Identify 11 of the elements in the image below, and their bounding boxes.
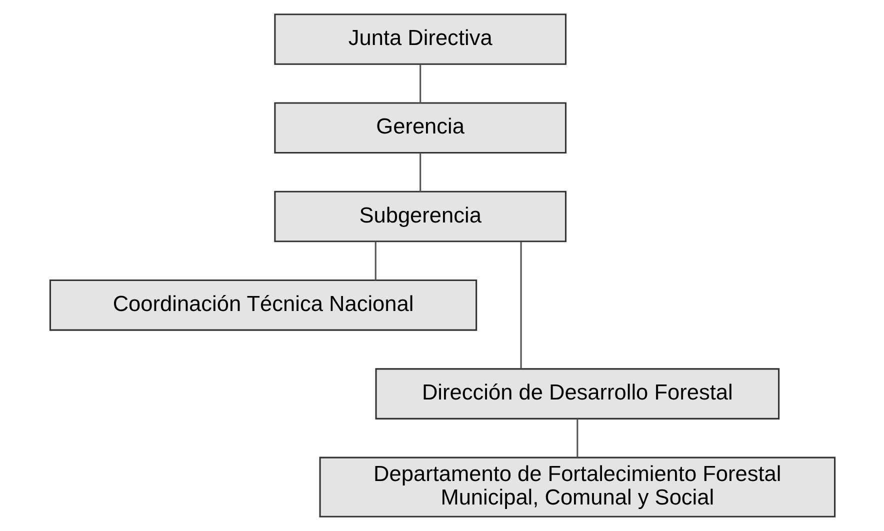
connector <box>520 242 522 368</box>
node-box: Coordinación Técnica Nacional <box>48 280 477 331</box>
node-box: Subgerencia <box>274 190 566 242</box>
connector <box>576 418 578 458</box>
node-box: Departamento de Fortalecimiento Forestal Municipal, Comunal y Social <box>318 456 836 518</box>
node-box: Gerencia <box>274 102 566 154</box>
connector <box>374 242 376 280</box>
connector <box>419 64 421 103</box>
connector <box>419 153 421 192</box>
node-box: Dirección de Desarrollo Forestal <box>374 368 780 420</box>
node-box: Junta Directiva <box>274 14 566 65</box>
